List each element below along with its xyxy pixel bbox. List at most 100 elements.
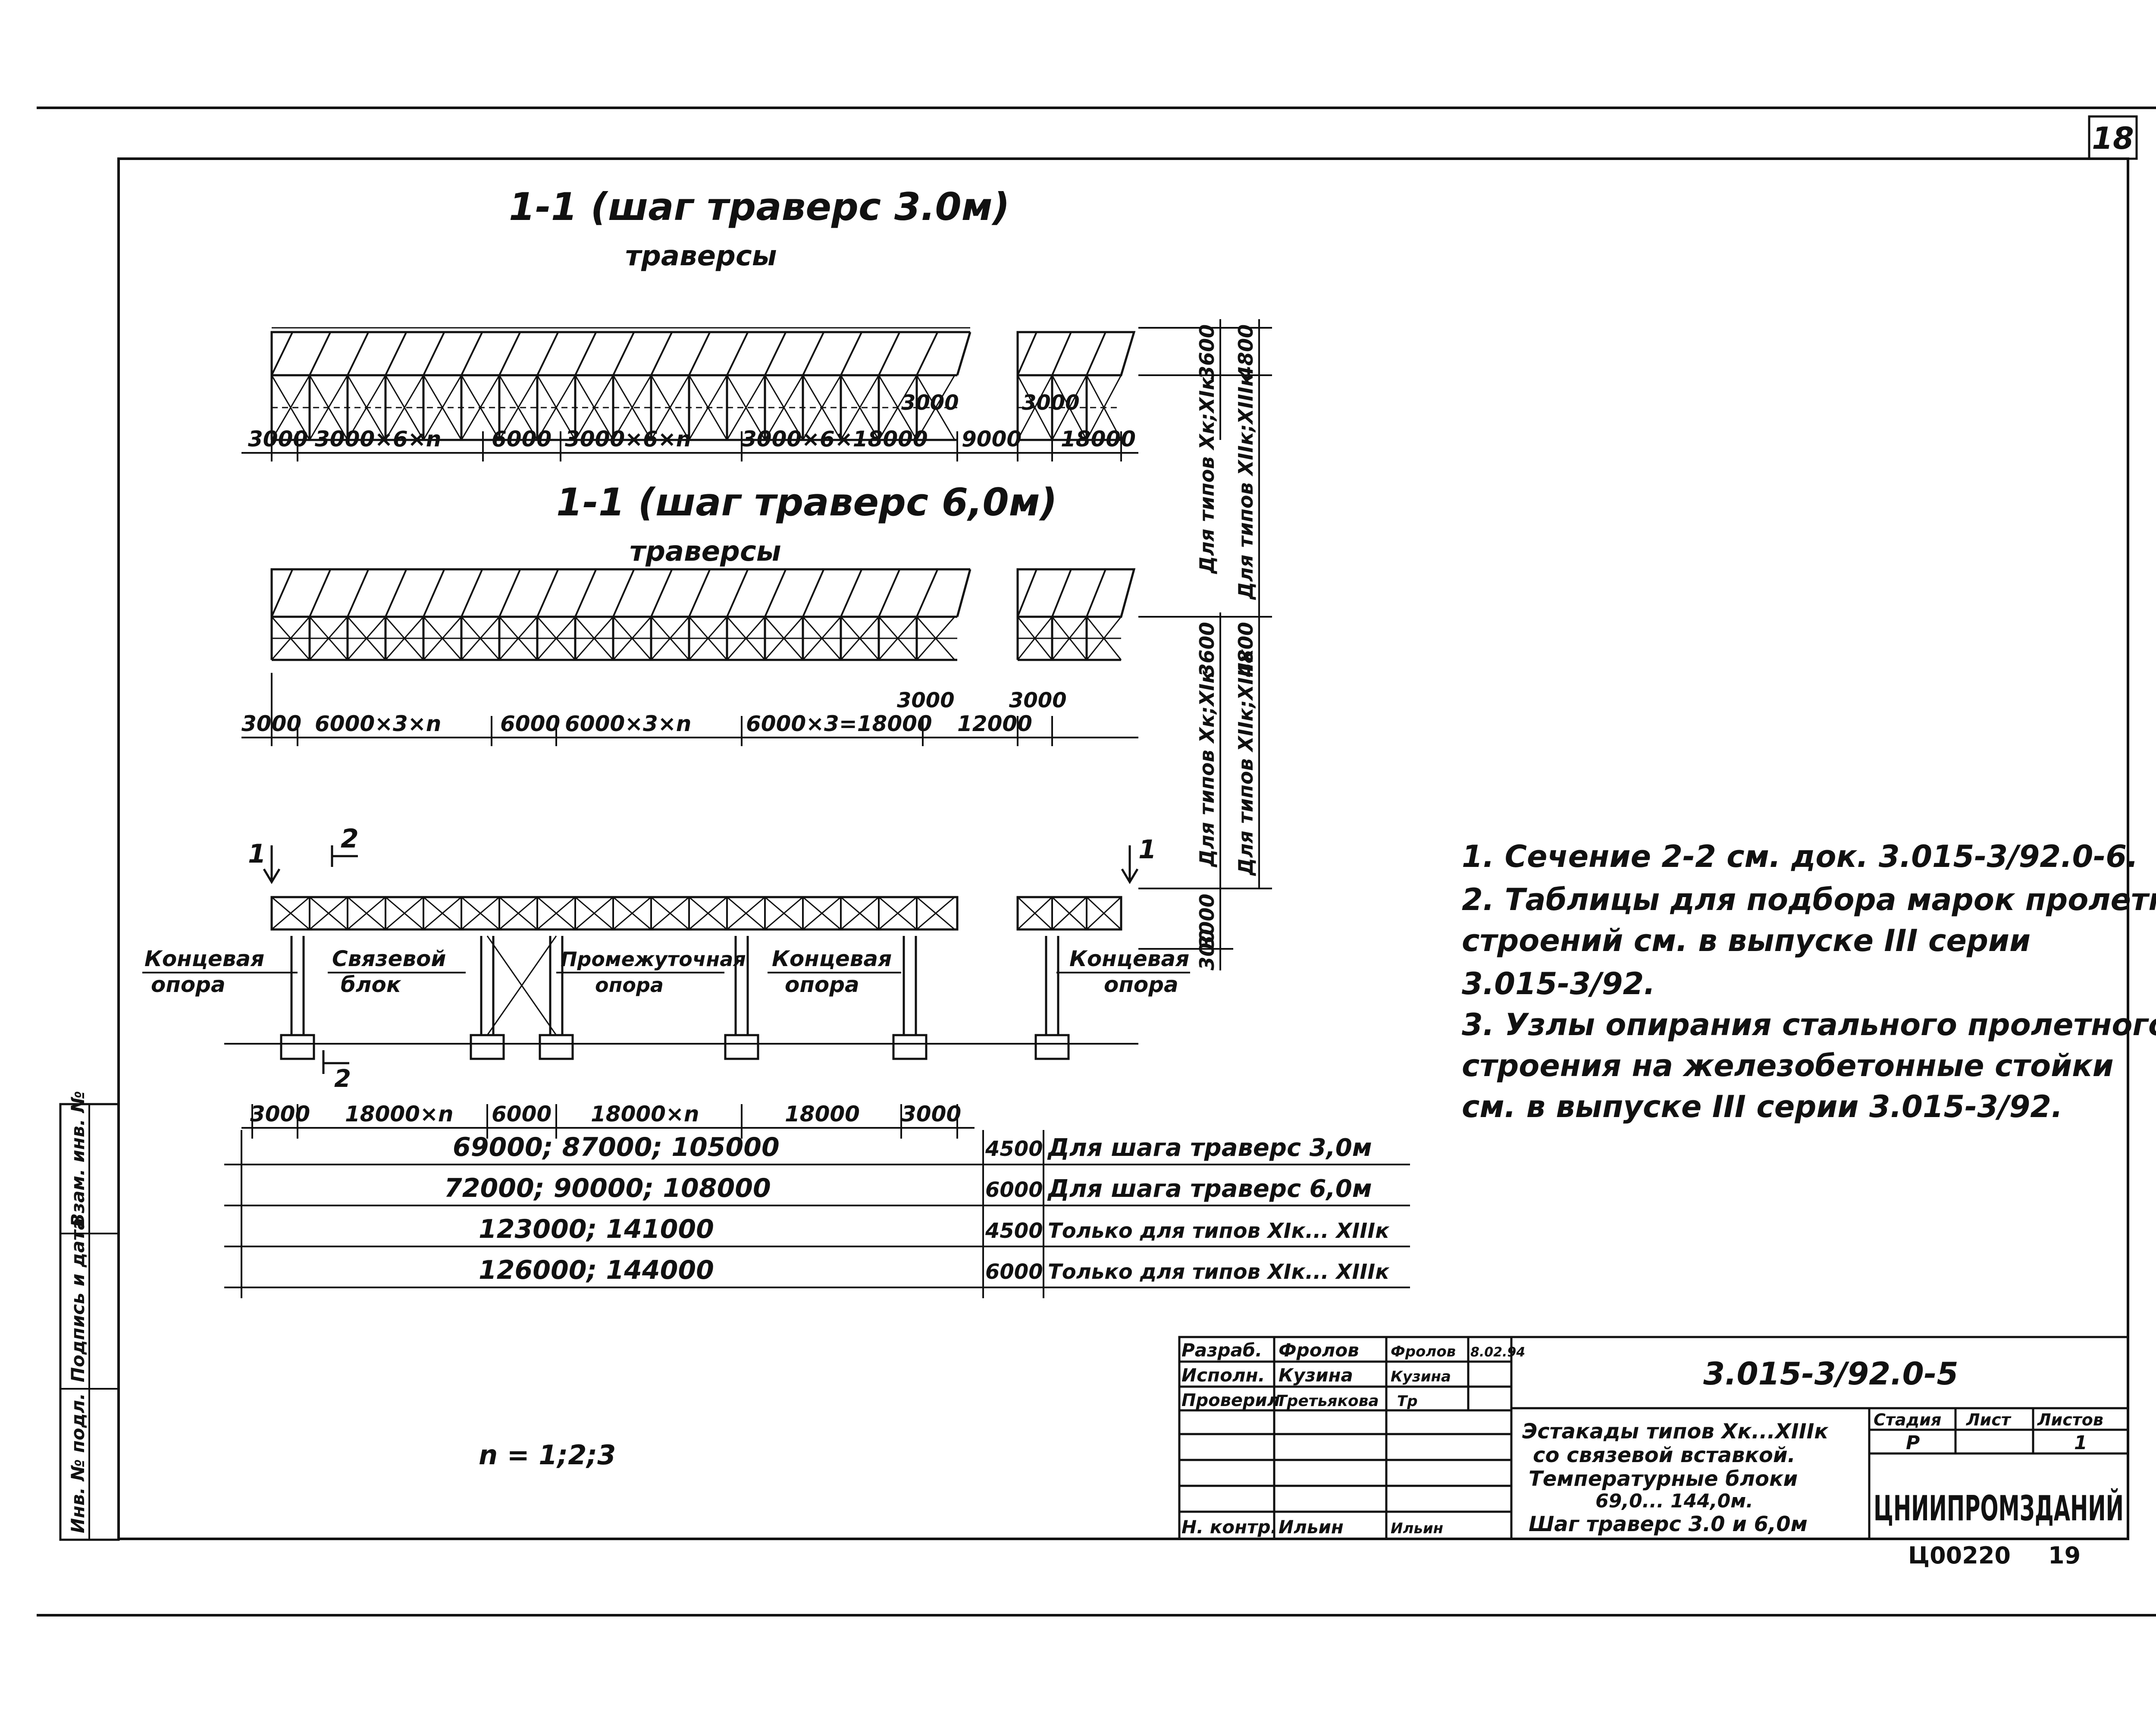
tb-name-0: Фролов <box>1279 1340 1359 1361</box>
truss-member <box>689 896 727 930</box>
truss-member <box>498 569 521 617</box>
archive-number: Ц00220 <box>1908 1542 2011 1569</box>
truss-member <box>574 616 614 660</box>
tb-sign-3: Ильин <box>1391 1520 1443 1537</box>
tb-sheets-label: Листов <box>2037 1410 2103 1429</box>
height-3m-a: 3600 <box>1195 324 1219 380</box>
truss-member <box>612 332 635 376</box>
dim-elev-2: 6000 <box>492 1102 552 1127</box>
tb-desc-0: Эстакады типов Хк...ХIIIк <box>1522 1419 1829 1444</box>
cut-1-left: 1 <box>248 839 266 869</box>
dim-6m-2: 6000 <box>500 711 560 736</box>
truss-member <box>423 375 462 440</box>
label-bracing-block-a: Связевой <box>332 946 446 971</box>
truss-member <box>916 616 956 660</box>
truss-member <box>271 375 310 440</box>
tb-date-0: 8.02.94 <box>1470 1345 1525 1360</box>
height-3m-b: 4800 <box>1234 324 1257 380</box>
tb-name-3: Ильин <box>1279 1516 1344 1538</box>
length-row-1: 72000; 90000; 108000 <box>444 1173 771 1203</box>
sheet-number: 18 <box>2092 121 2134 156</box>
truss-member <box>1017 332 1037 376</box>
dim-3m-2: 6000 <box>492 427 552 452</box>
tb-sheet-label: Лист <box>1966 1410 2012 1429</box>
truss-member <box>765 896 803 930</box>
truss-member <box>726 375 766 440</box>
type-label-6m-b: Для типов ХIIк;ХIIIк <box>1234 648 1257 876</box>
note-line-1: 2. Таблицы для подбора марок пролетных <box>1462 882 2156 917</box>
sheet-frame: 18 <box>37 107 2156 1617</box>
title-block-grid <box>1178 1336 2129 1540</box>
truss-member <box>878 332 901 376</box>
truss-member <box>650 616 690 660</box>
truss-member <box>688 569 711 617</box>
note-line-2: строений см. в выпуске III серии <box>1462 923 2031 958</box>
dim-6m-1: 6000×3×n <box>315 711 441 736</box>
label-end-support-3a: Концевая <box>1069 946 1189 971</box>
length-note-3: Только для типов ХIк... ХIIIк <box>1048 1260 1390 1284</box>
truss-6m-panels <box>270 569 1122 660</box>
truss-member <box>840 569 863 617</box>
truss-member <box>271 616 310 660</box>
tb-role-3: Н. контр. <box>1181 1516 1277 1538</box>
truss-member <box>309 569 332 617</box>
truss-member <box>1017 616 1053 660</box>
section-6m-title: 1-1 (шаг траверс 6,0м) <box>556 480 1057 524</box>
truss-member <box>1051 569 1072 617</box>
length-row-2: 123000; 141000 <box>479 1214 714 1244</box>
truss-member <box>498 616 538 660</box>
tb-sign-1: Кузина <box>1391 1368 1451 1385</box>
truss-member <box>574 569 597 617</box>
label-end-support-1b: опора <box>151 972 226 997</box>
length-table: 69000; 87000; 105000 4500 Для шага траве… <box>224 1130 1410 1298</box>
truss-member <box>461 616 500 660</box>
footing <box>539 1034 574 1060</box>
height-6m-b: 4800 <box>1234 622 1257 678</box>
length-dim-1: 6000 <box>985 1178 1043 1202</box>
footing <box>1034 1034 1070 1060</box>
truss-member <box>537 896 576 930</box>
truss-member <box>916 569 939 617</box>
label-intermediate-a: Промежуточная <box>561 948 746 971</box>
dim-3m-1: 3000×6×n <box>315 427 441 452</box>
truss-member <box>651 896 689 930</box>
elevation-panels <box>271 896 1122 930</box>
sign-date-label: Подпись и дата <box>67 1218 88 1382</box>
length-dim-3: 6000 <box>985 1260 1043 1284</box>
truss-member <box>347 332 370 376</box>
truss-member <box>764 375 804 440</box>
dim-6m-5: 12000 <box>957 711 1032 736</box>
truss-member <box>802 569 825 617</box>
length-dim-0: 4500 <box>985 1137 1043 1161</box>
tb-desc-2: Температурные блоки <box>1529 1467 1798 1491</box>
length-note-2: Только для типов ХIк... ХIIIк <box>1048 1219 1390 1243</box>
left-signature-strip: Инв. № подл. Подпись и дата Взам. инв. № <box>59 1091 120 1541</box>
length-row-3: 126000; 144000 <box>479 1255 714 1285</box>
type-label-6m-a: Для типов Хк;ХIк <box>1195 669 1219 868</box>
cut-2-top: 2 <box>341 824 359 854</box>
truss-member <box>650 332 673 376</box>
truss-member <box>385 616 424 660</box>
note-line-3: 3.015-3/92. <box>1462 966 1655 1001</box>
tb-name-1: Кузина <box>1279 1365 1353 1386</box>
truss-member <box>802 616 842 660</box>
truss-member <box>727 896 765 930</box>
truss-member <box>575 896 614 930</box>
truss-member <box>347 375 386 440</box>
dim-3m-top-b: 3000 <box>1022 391 1080 415</box>
tb-role-0: Разраб. <box>1181 1340 1262 1361</box>
footing <box>892 1034 928 1060</box>
truss-member <box>1051 332 1072 376</box>
truss-member <box>840 332 863 376</box>
truss-member <box>498 375 538 440</box>
dim-elev-4: 18000 <box>785 1102 860 1127</box>
truss-member <box>1086 332 1106 376</box>
truss-3m-panels <box>270 332 1122 440</box>
tb-name-2: Третьякова <box>1276 1392 1379 1410</box>
length-table-lines <box>224 1130 1410 1298</box>
truss-member <box>461 332 483 376</box>
truss-member <box>916 332 939 376</box>
truss-member <box>574 375 614 440</box>
footing <box>724 1034 759 1060</box>
